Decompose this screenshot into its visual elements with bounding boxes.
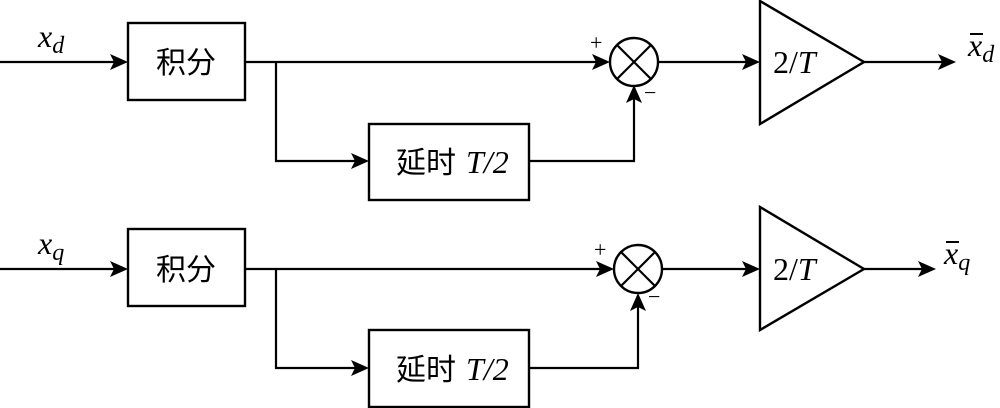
delay-block-d: [367, 122, 531, 202]
arrow-icon: [351, 153, 369, 169]
branch-line-q: [274, 269, 358, 370]
arrow-icon: [596, 261, 614, 277]
arrow-icon: [592, 54, 610, 70]
delay-block-q: [367, 328, 531, 408]
feedback-line-d: [529, 95, 636, 163]
arrow-icon: [630, 293, 646, 311]
arrow-icon: [351, 360, 369, 376]
arrow-icon: [110, 54, 128, 70]
arrow-icon: [742, 261, 760, 277]
gain-block-q: [758, 204, 867, 333]
integrator-label-q: 积分: [156, 253, 216, 288]
arrow-icon: [918, 261, 936, 277]
arrow-icon: [938, 54, 956, 70]
output-label-q: xq: [943, 235, 970, 276]
feedback-line-q: [529, 303, 640, 370]
gain-block-d: [758, 0, 867, 127]
arrow-icon: [742, 54, 760, 70]
arrow-icon: [626, 85, 642, 103]
minus-sign-q: −: [648, 284, 660, 309]
integrator-block-q: [126, 227, 247, 308]
gain-label-q: 2/T: [773, 251, 818, 287]
summing-junction-q: [612, 243, 664, 295]
plus-sign-d: +: [590, 30, 602, 55]
summing-junction-d: [608, 36, 660, 88]
branch-line-d: [274, 62, 358, 163]
input-label-d: xd: [37, 18, 65, 59]
input-label-q: xq: [37, 225, 64, 266]
plus-sign-q: +: [594, 237, 606, 262]
arrow-icon: [110, 261, 128, 277]
minus-sign-d: −: [644, 80, 656, 105]
integrator-label-d: 积分: [156, 46, 216, 81]
gain-label-d: 2/T: [773, 44, 818, 80]
output-label-d: xd: [967, 27, 995, 68]
